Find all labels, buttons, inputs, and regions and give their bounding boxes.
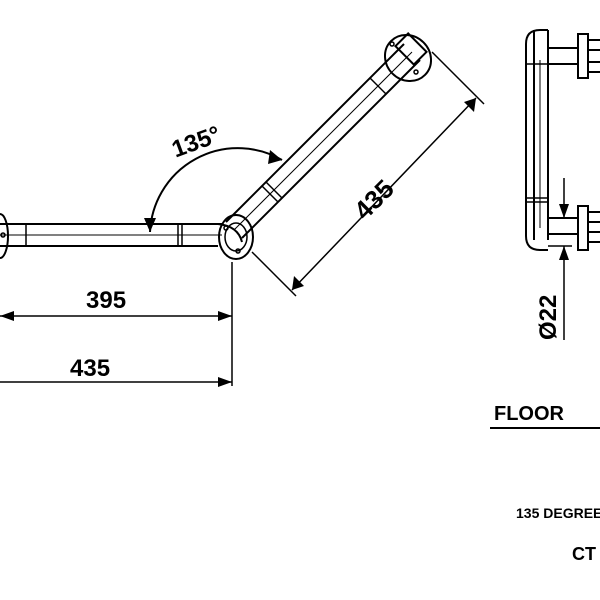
caption-title: 135 DEGREE [516,505,600,521]
top-end-flange [383,32,433,83]
elbow-flange [217,214,254,260]
horizontal-outer-length-label: 435 [70,355,110,382]
horizontal-bar [0,223,222,247]
diameter-dimension [548,178,572,340]
angle-label: 135° [168,121,224,163]
side-view-bar [525,29,549,251]
diagonal-dimension [251,51,485,297]
diameter-label: Ø22 [535,295,562,340]
angle-dimension [144,147,283,233]
caption-model: CT C [572,544,600,564]
side-view-top-mount [548,33,600,79]
horizontal-inner-length-label: 395 [86,287,126,314]
diagonal-length-label: 435 [348,174,400,226]
side-view-bottom-mount [548,205,600,251]
diagonal-bar [225,43,421,239]
floor-label: FLOOR [494,403,565,425]
left-end-flange [0,213,10,259]
horizontal-dimensions [0,262,233,387]
